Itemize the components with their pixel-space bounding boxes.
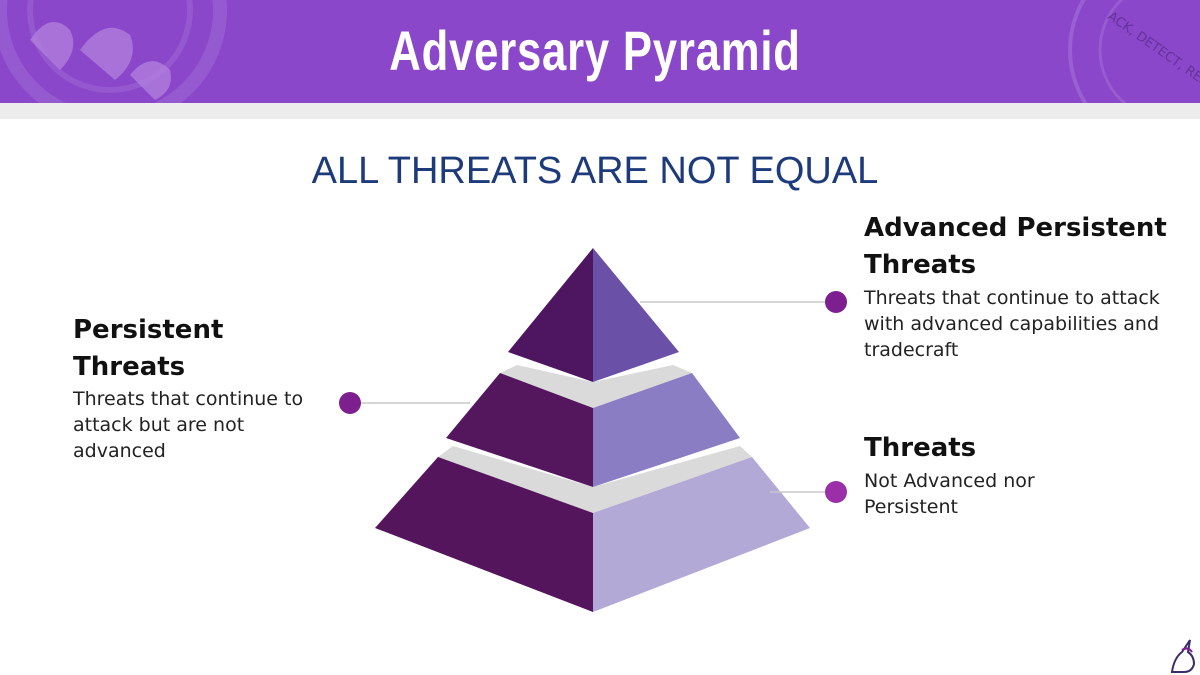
tier-top-desc-line3: tradecraft — [864, 339, 959, 361]
tier-bottom-desc-line2: Persistent — [864, 496, 958, 518]
tier-middle-title-line1: Persistent — [73, 315, 224, 345]
connector-dot-top — [825, 291, 847, 313]
separator-band-lower — [438, 446, 752, 513]
pyramid-top-left-face — [508, 248, 593, 382]
tier-middle-desc-line1: Threats that continue to — [73, 388, 304, 410]
page-title: Adversary Pyramid — [389, 19, 801, 82]
tier-middle-title: Persistent Threats — [73, 312, 223, 386]
pyramid-top-right-face — [593, 248, 679, 382]
header-banner: ACK, DETECT, RES Adversary Pyramid — [0, 0, 1200, 103]
tier-middle-desc-line2: attack but are not — [73, 414, 245, 436]
slide-subtitle: ALL THREATS ARE NOT EQUAL — [311, 150, 879, 192]
tier-middle-desc-line3: advanced — [73, 440, 166, 462]
pyramid-middle-left-face — [446, 373, 593, 487]
tier-top-desc-line2: with advanced capabilities and — [864, 313, 1160, 335]
separator-band-upper — [500, 365, 692, 408]
pyramid-middle-right-face — [593, 373, 740, 487]
tier-middle-title-line2: Threats — [73, 352, 186, 382]
tier-top-title-line2: Threats — [864, 250, 977, 280]
header-divider — [0, 103, 1200, 119]
tier-top-description: Threats that continue to attack with adv… — [864, 285, 1160, 363]
badge-emblem-icon: ACK, DETECT, RES — [1068, 0, 1200, 103]
tier-top-title-line1: Advanced Persistent — [864, 213, 1167, 243]
pyramid-bottom-left-face — [375, 457, 593, 612]
connector-dot-bottom — [825, 481, 847, 503]
tier-top-desc-line1: Threats that continue to attack — [864, 287, 1160, 309]
tier-bottom-description: Not Advanced nor Persistent — [864, 468, 1035, 520]
connector-dot-middle — [339, 392, 361, 414]
pyramid-bottom-right-face — [593, 457, 810, 612]
unicorn-emblem-icon — [0, 0, 227, 103]
tier-bottom-desc-line1: Not Advanced nor — [864, 470, 1035, 492]
tier-middle-description: Threats that continue to attack but are … — [73, 386, 303, 464]
tier-bottom-title: Threats — [864, 433, 977, 463]
tier-top-title: Advanced Persistent Threats — [864, 210, 1167, 284]
unicorn-logo-icon — [1170, 639, 1196, 673]
